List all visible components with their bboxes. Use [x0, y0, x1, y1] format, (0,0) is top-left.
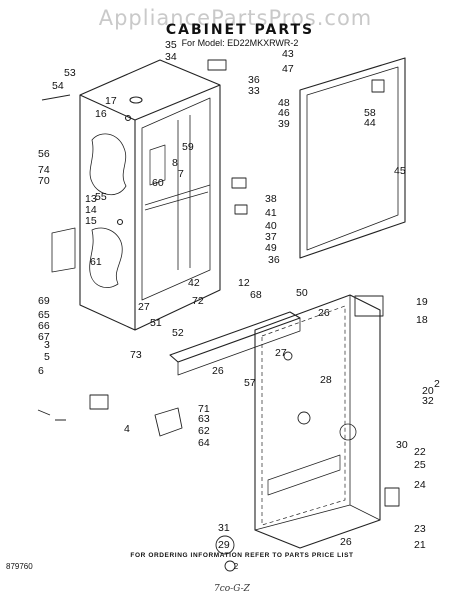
part-callout: 39 — [278, 118, 290, 130]
part-callout: 25 — [414, 459, 426, 471]
part-callout: 43 — [282, 48, 294, 60]
ordering-footnote: FOR ORDERING INFORMATION REFER TO PARTS … — [130, 552, 354, 559]
part-callout: 70 — [38, 175, 50, 187]
part-callout: 47 — [282, 63, 294, 75]
page-number: 2 — [233, 562, 239, 571]
part-callout: 32 — [422, 395, 434, 407]
part-callout: 63 — [198, 413, 210, 425]
part-callout: 34 — [165, 51, 177, 63]
part-callout: 48 — [278, 97, 290, 109]
part-callout: 68 — [250, 289, 262, 301]
hardware-parts — [37, 59, 400, 572]
lower-door — [254, 294, 381, 549]
part-callout: 52 — [172, 327, 184, 339]
diagram-title: CABINET PARTS — [165, 22, 315, 38]
part-callout: 61 — [90, 256, 102, 268]
cabinet-plug — [129, 96, 143, 104]
part-callout: 58 — [364, 107, 376, 119]
part-callout: 22 — [414, 446, 426, 458]
part-callout: 33 — [248, 85, 260, 97]
part-callout: 56 — [38, 148, 50, 160]
part-callout: 27 — [138, 301, 150, 313]
part-callout: 64 — [198, 437, 210, 449]
part-callout: 19 — [416, 296, 428, 308]
part-callout: 57 — [244, 377, 256, 389]
part-callout: 62 — [198, 425, 210, 437]
callout-labels: 3534363343475354171648463958445986075674… — [38, 39, 440, 551]
door-gasket-frame — [299, 57, 406, 259]
document-number: 879760 — [6, 562, 33, 571]
part-callout: 66 — [38, 320, 50, 332]
part-callout: 42 — [188, 277, 200, 289]
part-callout: 4 — [124, 423, 130, 435]
part-callout: 73 — [130, 349, 142, 361]
part-callout: 37 — [265, 231, 277, 243]
part-callout: 36 — [268, 254, 280, 266]
part-callout: 17 — [105, 95, 117, 107]
part-callout: 60 — [152, 177, 164, 189]
part-callout: 5 — [44, 351, 50, 363]
part-callout: 45 — [394, 165, 406, 177]
part-callout: 12 — [238, 277, 250, 289]
part-callout: 2 — [434, 378, 440, 390]
part-callout: 53 — [64, 67, 76, 79]
part-callout: 7 — [178, 168, 184, 180]
part-callout: 26 — [212, 365, 224, 377]
part-callout: 50 — [296, 287, 308, 299]
part-callout: 28 — [320, 374, 332, 386]
part-callout: 20 — [422, 385, 434, 397]
part-callout: 16 — [95, 108, 107, 120]
part-callout: 54 — [52, 80, 64, 92]
cabinet-side-cutout-lower — [89, 227, 123, 288]
part-callout: 71 — [198, 403, 210, 415]
part-callout: 44 — [364, 117, 376, 129]
part-callout: 29 — [218, 539, 230, 551]
part-callout: 49 — [265, 242, 277, 254]
part-callout: 55 — [95, 191, 107, 203]
part-callout: 23 — [414, 523, 426, 535]
part-callout: 31 — [218, 522, 230, 534]
part-callout: 26 — [318, 307, 330, 319]
part-callout: 26 — [340, 536, 352, 548]
part-callout: 59 — [182, 141, 194, 153]
grille-rail — [169, 311, 301, 376]
part-callout: 74 — [38, 164, 50, 176]
part-callout: 41 — [265, 207, 277, 219]
cabinet-body — [79, 59, 221, 331]
part-callout: 36 — [248, 74, 260, 86]
part-callout: 27 — [275, 347, 287, 359]
part-callout: 24 — [414, 479, 426, 491]
part-callout: 30 — [396, 439, 408, 451]
part-callout: 35 — [165, 39, 177, 51]
part-callout: 69 — [38, 295, 50, 307]
part-callout: 67 — [38, 331, 50, 343]
part-callout: 72 — [192, 295, 204, 307]
cabinet-side-cutout-upper — [89, 133, 127, 195]
part-callout: 18 — [416, 314, 428, 326]
part-callout: 15 — [85, 215, 97, 227]
part-callout: 13 — [85, 193, 97, 205]
part-callout: 40 — [265, 220, 277, 232]
model-label: For Model: ED22MKXRWR-2 — [181, 38, 299, 48]
handwritten-note: 7co-G-Z — [214, 584, 250, 594]
part-callout: 38 — [265, 193, 277, 205]
part-callout: 6 — [38, 365, 44, 377]
part-callout: 51 — [150, 317, 162, 329]
part-callout: 21 — [414, 539, 426, 551]
part-callout: 65 — [38, 309, 50, 321]
part-callout: 8 — [172, 157, 178, 169]
part-callout: 14 — [85, 204, 97, 216]
part-callout: 3 — [44, 339, 50, 351]
part-callout: 46 — [278, 107, 290, 119]
